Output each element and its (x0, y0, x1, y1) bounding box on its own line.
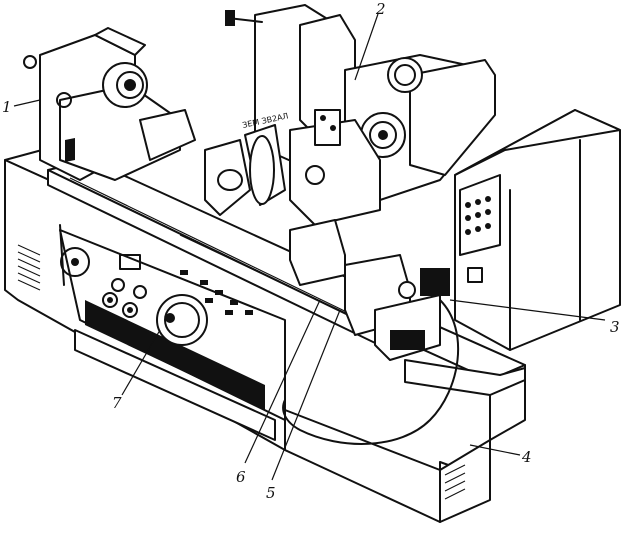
callout-1: 1 (2, 98, 12, 116)
callout-leaders (13, 13, 606, 481)
callout-6: 6 (236, 468, 246, 486)
callout-3: 3 (610, 318, 620, 336)
electrical-cabinet (454, 109, 621, 351)
callout-labels: 1 2 3 4 5 6 7 (2, 0, 620, 502)
callout-7: 7 (112, 394, 122, 412)
control-panel (59, 224, 286, 441)
tailstock (204, 139, 450, 361)
callout-2: 2 (375, 0, 386, 18)
callout-4: 4 (521, 448, 532, 466)
callout-5: 5 (266, 484, 276, 502)
wheelhead: ЗЕМ ЗВ2АЛ (225, 4, 496, 226)
cable (282, 299, 460, 445)
workhead (23, 27, 196, 181)
